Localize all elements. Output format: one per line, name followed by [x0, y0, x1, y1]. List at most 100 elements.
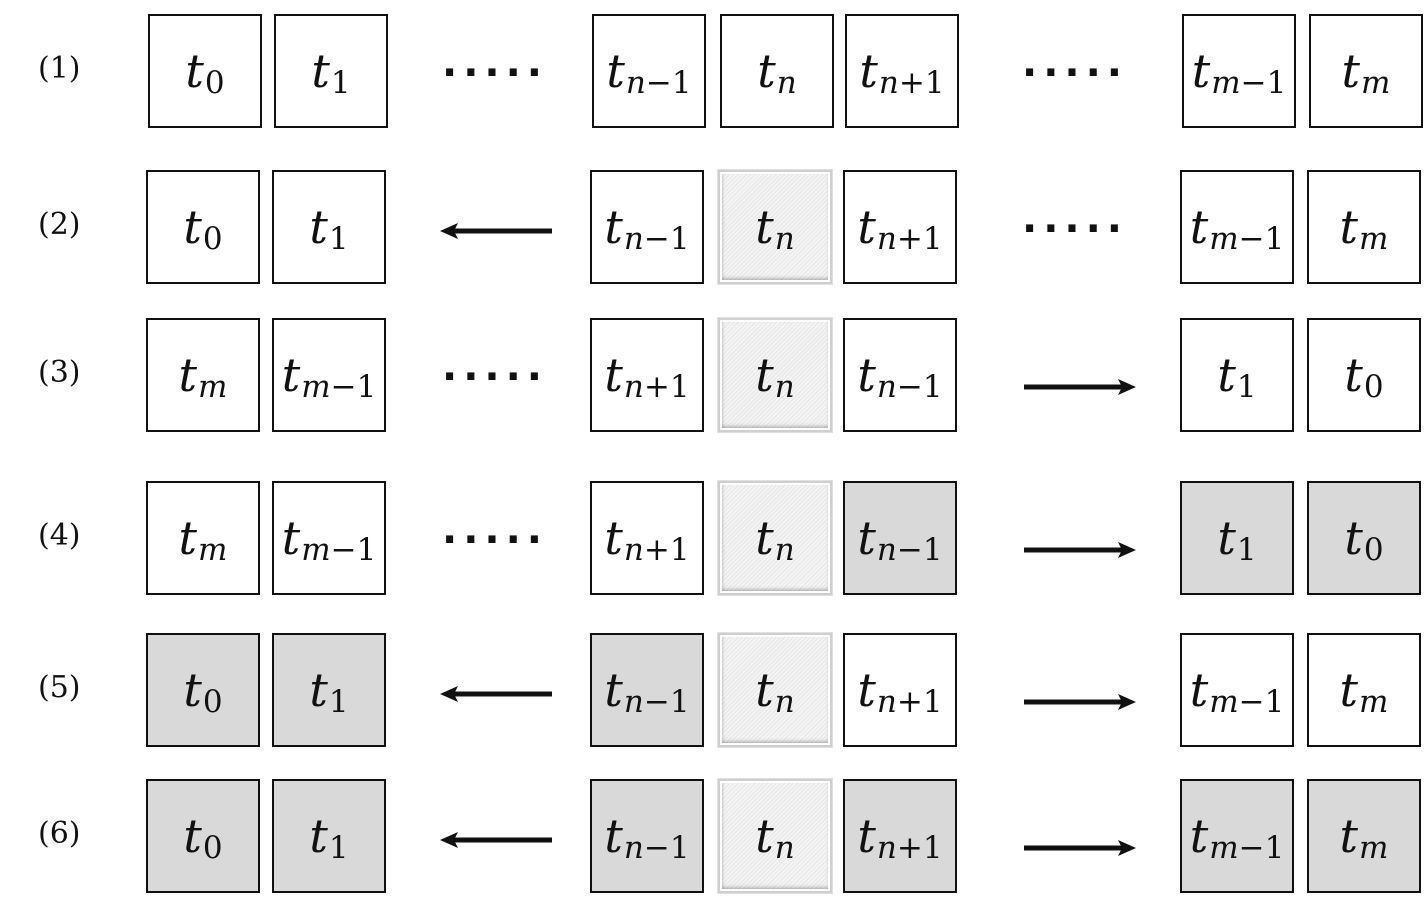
- cell-subscript: 0: [1363, 368, 1384, 405]
- cell-symbol: t: [1339, 663, 1359, 717]
- cell-symbol: t: [857, 809, 876, 863]
- cell-symbol: t: [1191, 44, 1211, 98]
- cell-subscript: n−1: [623, 829, 690, 866]
- cell-symbol: t: [309, 663, 328, 717]
- cell-symbol: t: [1339, 200, 1359, 254]
- cell-subscript: 0: [1363, 531, 1384, 568]
- cell-subscript: n+1: [623, 368, 690, 405]
- cell-subscript: n: [774, 683, 795, 720]
- cell-symbol: t: [1189, 200, 1209, 254]
- cell-subscript: 1: [330, 64, 351, 101]
- cell-symbol: t: [604, 663, 623, 717]
- row-label: (4): [38, 518, 81, 553]
- cell-symbol: t: [604, 511, 623, 565]
- cell-symbol: t: [311, 44, 330, 98]
- cell-symbol: t: [755, 809, 774, 863]
- cell-symbol: t: [178, 348, 198, 402]
- cell-symbol: t: [606, 44, 625, 98]
- cell-subscript: n: [774, 829, 795, 866]
- cell-symbol: t: [309, 809, 328, 863]
- cell-subscript: 0: [202, 683, 223, 720]
- cell-subscript: 1: [1236, 531, 1257, 568]
- left-arrow-icon: [440, 686, 552, 702]
- cell-subscript: m−1: [1211, 64, 1287, 101]
- cell-subscript: m−1: [1209, 683, 1285, 720]
- cell-subscript: n−1: [625, 64, 692, 101]
- cell-symbol: t: [604, 809, 623, 863]
- cell-subscript: m: [1359, 829, 1389, 866]
- cell-symbol: t: [857, 511, 876, 565]
- cell-symbol: t: [604, 348, 623, 402]
- row-label: (2): [38, 207, 81, 242]
- cell-subscript: n−1: [623, 220, 690, 257]
- cell-symbol: t: [185, 44, 204, 98]
- cell-subscript: 1: [328, 683, 349, 720]
- left-arrow-icon: [440, 223, 552, 239]
- arrow-head: [440, 832, 458, 848]
- cell-subscript: m: [198, 531, 228, 568]
- cell-symbol: t: [183, 663, 202, 717]
- cell-symbol: t: [857, 348, 876, 402]
- arrow-head: [1118, 379, 1136, 395]
- cell-subscript: m: [1361, 64, 1391, 101]
- right-arrow-icon: [1024, 694, 1136, 710]
- cell-symbol: t: [755, 348, 774, 402]
- cell-subscript: 0: [204, 64, 225, 101]
- cell-symbol: t: [1217, 511, 1236, 565]
- cell-symbol: t: [281, 348, 301, 402]
- cell-subscript: n+1: [876, 220, 943, 257]
- arrow-head: [1118, 694, 1136, 710]
- arrow-head: [440, 686, 458, 702]
- cell-subscript: m−1: [301, 531, 377, 568]
- cell-subscript: m−1: [1209, 829, 1285, 866]
- cell-subscript: m−1: [301, 368, 377, 405]
- cell-symbol: t: [755, 663, 774, 717]
- cell-subscript: n+1: [623, 531, 690, 568]
- left-ellipsis: .....: [442, 40, 548, 86]
- cell-symbol: t: [1341, 44, 1361, 98]
- cell-symbol: t: [857, 663, 876, 717]
- cell-subscript: m: [1359, 683, 1389, 720]
- row-label: (5): [38, 670, 81, 705]
- cell-subscript: 0: [202, 220, 223, 257]
- right-ellipsis: .....: [1022, 196, 1128, 242]
- cell-symbol: t: [755, 511, 774, 565]
- cell-symbol: t: [183, 809, 202, 863]
- cell-subscript: n: [774, 220, 795, 257]
- arrow-head: [1118, 840, 1136, 856]
- cell-symbol: t: [1189, 663, 1209, 717]
- cell-subscript: n−1: [876, 368, 943, 405]
- cell-subscript: n: [774, 531, 795, 568]
- cell-subscript: n−1: [623, 683, 690, 720]
- cell-subscript: n+1: [876, 829, 943, 866]
